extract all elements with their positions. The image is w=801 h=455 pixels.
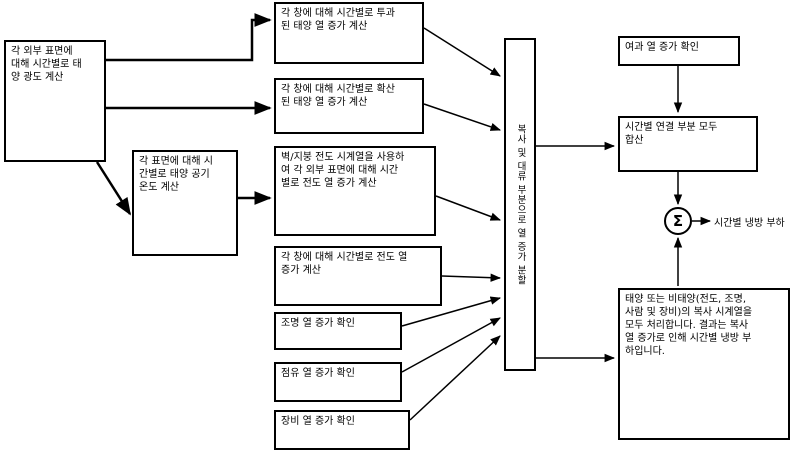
arrow-equipment-to-split bbox=[409, 335, 501, 421]
occupancy-gain-box: 점유 열 증가 확인 bbox=[274, 362, 402, 402]
summation-node: Σ bbox=[664, 207, 692, 235]
arrow-transmitted-to-split bbox=[423, 27, 501, 77]
sol-air-temperature-box: 각 표면에 대해 시 간별로 태양 공기 온도 계산 bbox=[132, 150, 238, 256]
surplus-gain-box: 여과 열 증가 확인 bbox=[618, 36, 740, 66]
sum-convective-box: 시간별 연결 부분 모두 합산 bbox=[618, 116, 758, 172]
radiant-processing-box: 태양 또는 비태양(전도, 조명, 사람 및 장비)의 복사 시계열을 모두 처… bbox=[618, 288, 790, 440]
arrow-window-to-split bbox=[441, 273, 502, 282]
equipment-gain-box: 장비 열 증가 확인 bbox=[274, 410, 410, 450]
sigma-symbol: Σ bbox=[672, 212, 684, 230]
lighting-gain-box: 조명 열 증가 확인 bbox=[274, 312, 402, 350]
arrow-lighting-to-split bbox=[401, 296, 502, 327]
solar-intensity-box: 각 외부 표면에 대해 시간별로 태 양 광도 계산 bbox=[4, 40, 106, 162]
arrow-occupancy-to-split bbox=[401, 317, 501, 373]
cooling-load-output-label: 시간별 냉방 부하 bbox=[714, 218, 785, 229]
split-radiant-convective-label: 복사 및 대류 부분으로 열 증가 분할 bbox=[515, 123, 526, 286]
diffuse-solar-box: 각 창에 대해 시간별로 확산 된 태양 열 증가 계산 bbox=[274, 78, 424, 134]
transmitted-solar-box: 각 창에 대해 시간별로 투과 된 태양 열 증가 계산 bbox=[274, 2, 424, 64]
arrow-conduction-to-split bbox=[435, 195, 501, 221]
arrow-solar-to-solair bbox=[95, 161, 132, 216]
wall-roof-conduction-box: 벽/지붕 전도 시계열을 사용하 여 각 외부 표면에 대해 시간 별로 전도 … bbox=[274, 146, 436, 236]
arrow-diffuse-to-split bbox=[423, 103, 501, 131]
arrow-solar-to-transmitted bbox=[106, 13, 272, 62]
split-radiant-convective-box: 복사 및 대류 부분으로 열 증가 분할 bbox=[504, 38, 536, 371]
window-conduction-box: 각 창에 대해 시간별로 전도 열 증가 계산 bbox=[274, 246, 442, 306]
